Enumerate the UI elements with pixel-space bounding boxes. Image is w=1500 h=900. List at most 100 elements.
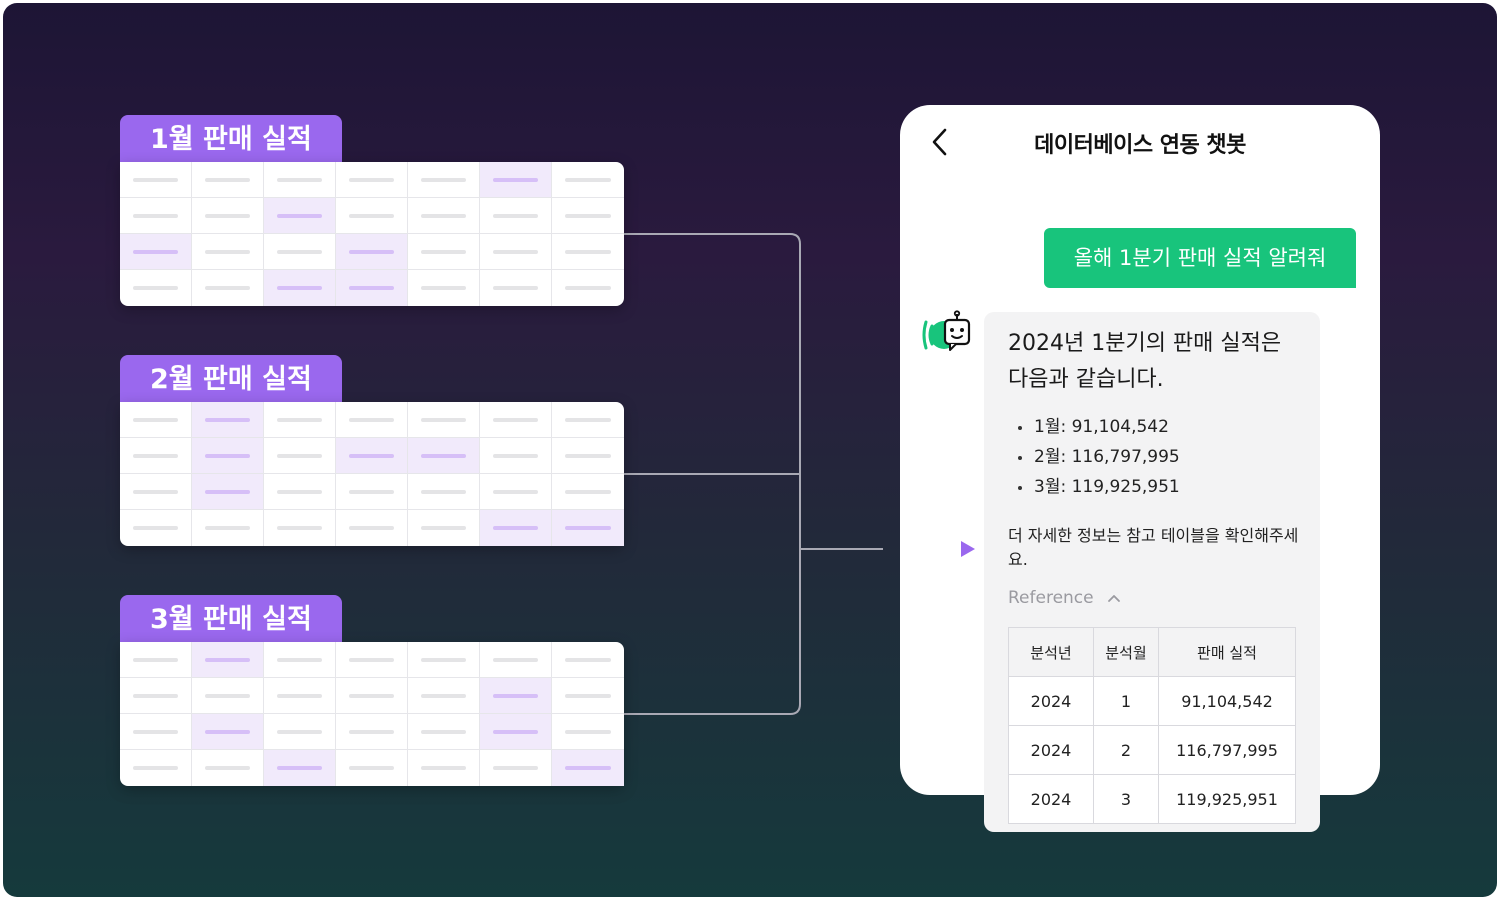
grid-cell (552, 270, 624, 306)
grid-cell-highlighted (192, 402, 264, 438)
grid-cell (120, 510, 192, 546)
grid-cell (264, 642, 336, 678)
grid-cell (336, 714, 408, 750)
grid-cell (480, 642, 552, 678)
table-cell: 2 (1093, 725, 1159, 775)
grid-cell (480, 438, 552, 474)
grid-cell (408, 750, 480, 786)
arrowhead-icon (961, 541, 975, 557)
grid-cell-highlighted (264, 198, 336, 234)
grid-cell (336, 510, 408, 546)
grid-cell (480, 198, 552, 234)
grid-cell (192, 234, 264, 270)
grid-cell (408, 510, 480, 546)
bot-headline: 2024년 1분기의 판매 실적은 다음과 같습니다. (1008, 331, 1282, 392)
table-cell: 116,797,995 (1158, 725, 1296, 775)
table-cell: 2024 (1008, 725, 1094, 775)
grid-cell (336, 402, 408, 438)
grid-cell (264, 510, 336, 546)
column-header-month: 분석월 (1093, 627, 1159, 677)
table-cell: 2024 (1008, 676, 1094, 726)
grid-cell (552, 678, 624, 714)
grid-cell-highlighted (480, 162, 552, 198)
grid-cell (408, 234, 480, 270)
grid-cell (192, 270, 264, 306)
grid-cell (120, 270, 192, 306)
grid-cell-highlighted (120, 234, 192, 270)
reference-toggle[interactable]: Reference (1008, 588, 1121, 608)
arrow-to-chat (883, 541, 975, 557)
grid-cell (192, 510, 264, 546)
grid-cell (336, 198, 408, 234)
grid-cell-highlighted (480, 510, 552, 546)
grid-cell (120, 402, 192, 438)
grid-cell (552, 714, 624, 750)
list-item: 2월: 116,797,995 (1014, 442, 1180, 472)
grid-cell (120, 750, 192, 786)
grid-cell (408, 402, 480, 438)
grid-cell (192, 162, 264, 198)
grid-cell (480, 474, 552, 510)
reference-table: 분석년 분석월 판매 실적 2024 1 91,104,542 2024 2 1… (1008, 627, 1296, 824)
sheet-grid (120, 162, 624, 306)
grid-cell (480, 234, 552, 270)
grid-cell (120, 198, 192, 234)
grid-cell (192, 750, 264, 786)
grid-cell-highlighted (336, 234, 408, 270)
grid-cell (264, 402, 336, 438)
grid-cell (264, 234, 336, 270)
robot-avatar-icon (922, 310, 971, 351)
bot-result-list: 1월: 91,104,542 2월: 116,797,995 3월: 119,9… (1014, 412, 1180, 502)
table-cell: 119,925,951 (1158, 774, 1296, 824)
grid-cell-highlighted (336, 270, 408, 306)
sheet-title: 1월 판매 실적 (120, 115, 342, 163)
grid-cell (480, 750, 552, 786)
table-row: 2024 3 119,925,951 (1008, 774, 1296, 824)
sheet-title: 3월 판매 실적 (120, 595, 342, 643)
list-item: 3월: 119,925,951 (1014, 472, 1180, 502)
grid-cell-highlighted (264, 750, 336, 786)
grid-cell-highlighted (480, 714, 552, 750)
chevron-up-icon (1108, 595, 1120, 602)
table-cell: 1 (1093, 676, 1159, 726)
grid-cell (552, 474, 624, 510)
grid-cell (120, 714, 192, 750)
grid-cell (336, 750, 408, 786)
grid-cell (336, 162, 408, 198)
grid-cell (120, 474, 192, 510)
grid-cell (480, 270, 552, 306)
grid-cell (408, 642, 480, 678)
grid-cell (480, 402, 552, 438)
grid-cell (408, 162, 480, 198)
list-item: 1월: 91,104,542 (1014, 412, 1180, 442)
grid-cell-highlighted (192, 714, 264, 750)
table-row: 2024 2 116,797,995 (1008, 725, 1296, 775)
grid-cell (336, 474, 408, 510)
grid-cell-highlighted (192, 438, 264, 474)
grid-cell (264, 438, 336, 474)
sheet-grid (120, 402, 624, 546)
user-message-bubble: 올해 1분기 판매 실적 알려줘 (1044, 228, 1356, 288)
chevron-left-icon[interactable] (930, 127, 950, 157)
grid-cell-highlighted (480, 678, 552, 714)
grid-cell (192, 678, 264, 714)
canvas: 1월 판매 실적 2월 판매 실적 3월 판매 실적 데이터베이스 연동 챗봇 … (3, 3, 1497, 897)
bot-note: 더 자세한 정보는 참고 테이블을 확인해주세요. (1008, 526, 1299, 569)
table-cell: 3 (1093, 774, 1159, 824)
sheet-title: 2월 판매 실적 (120, 355, 342, 403)
grid-cell-highlighted (552, 510, 624, 546)
grid-cell (192, 198, 264, 234)
grid-cell (408, 270, 480, 306)
grid-cell (336, 678, 408, 714)
grid-cell-highlighted (264, 270, 336, 306)
grid-cell (264, 162, 336, 198)
grid-cell (408, 474, 480, 510)
grid-cell (408, 678, 480, 714)
reference-label: Reference (1008, 588, 1094, 608)
grid-cell (408, 714, 480, 750)
grid-cell-highlighted (336, 438, 408, 474)
grid-cell (408, 198, 480, 234)
grid-cell (552, 234, 624, 270)
grid-cell (120, 642, 192, 678)
grid-cell-highlighted (408, 438, 480, 474)
